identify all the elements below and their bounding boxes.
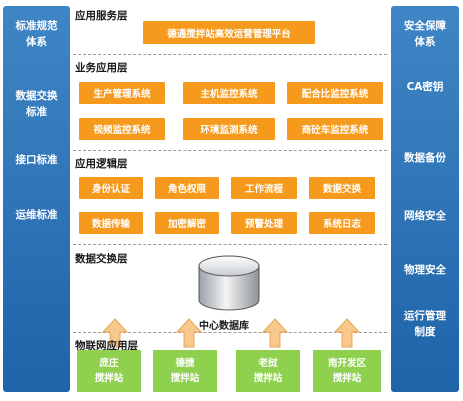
right-item-data-backup: 数据备份 (404, 152, 446, 164)
station-type: 搅拌站 (94, 373, 124, 384)
station-box-nankaifaqu: 南开发区 搅拌站 (313, 350, 381, 392)
layer-divider (73, 244, 387, 245)
station-name: 老挝 (258, 358, 278, 369)
logic-layer-title: 应用逻辑层 (75, 158, 128, 170)
module-box-auth: 身份认证 (79, 177, 143, 199)
left-item-standards-system: 标准规范 体系 (15, 20, 58, 48)
module-box-workflow: 工作流程 (231, 177, 297, 199)
module-box-data-transfer: 数据传输 (79, 212, 143, 234)
layer-divider (73, 150, 387, 151)
layer-divider (73, 332, 387, 333)
left-item-ops-standard: 运维标准 (15, 209, 58, 221)
station-box-pangzhuang: 庞庄 搅拌站 (77, 350, 141, 392)
system-box-mix-ratio: 配合比监控系统 (287, 82, 383, 104)
module-box-alerting: 预警处理 (231, 212, 297, 234)
system-box-video: 视频监控系统 (79, 118, 165, 140)
platform-box: 德通搅拌站高效运营管理平台 (143, 21, 315, 44)
right-item-ca-key: CA密钥 (406, 81, 444, 93)
database-label: 中心数据库 (199, 321, 249, 332)
station-name: 庞庄 (99, 358, 119, 369)
system-box-host-monitor: 主机监控系统 (183, 82, 275, 104)
station-box-laos: 老挝 搅拌站 (236, 350, 300, 392)
right-item-physical-security: 物理安全 (404, 264, 446, 276)
right-item-ops-management: 运行管理 制度 (404, 310, 446, 338)
exchange-layer-title: 数据交换层 (75, 253, 128, 265)
module-box-data-exchange: 数据交换 (309, 177, 375, 199)
service-layer-title: 应用服务层 (75, 10, 128, 22)
station-box-dejie: 德捷 搅拌站 (153, 350, 217, 392)
database-cylinder-icon (198, 255, 260, 311)
layer-divider (73, 54, 387, 55)
architecture-layers: 应用服务层 德通搅拌站高效运营管理平台 业务应用层 生产管理系统 主机监控系统 … (73, 6, 387, 392)
module-box-syslog: 系统日志 (309, 212, 375, 234)
business-layer-title: 业务应用层 (75, 62, 128, 74)
right-security-panel: 安全保障 体系 CA密钥 数据备份 网络安全 物理安全 运行管理 制度 (391, 6, 459, 392)
module-box-encryption: 加密解密 (155, 212, 219, 234)
station-type: 搅拌站 (332, 373, 362, 384)
up-arrow-icon (261, 318, 289, 348)
left-item-interface-standard: 接口标准 (15, 154, 58, 166)
system-box-truck: 商砼车监控系统 (287, 118, 383, 140)
station-name: 德捷 (175, 358, 195, 369)
up-arrow-icon (101, 318, 129, 348)
left-item-data-exchange-standard: 数据交换 标准 (15, 90, 58, 118)
station-name: 南开发区 (327, 358, 366, 369)
system-box-production: 生产管理系统 (79, 82, 165, 104)
iot-layer-title: 物联网应用层 (75, 340, 138, 352)
system-box-environment: 环境监测系统 (183, 118, 275, 140)
module-box-roles: 角色权限 (155, 177, 219, 199)
up-arrow-icon (175, 318, 203, 348)
up-arrow-icon (333, 318, 361, 348)
station-type: 搅拌站 (253, 373, 283, 384)
right-item-network-security: 网络安全 (404, 210, 446, 222)
right-item-security-system: 安全保障 体系 (404, 20, 446, 48)
left-standards-panel: 标准规范 体系 数据交换 标准 接口标准 运维标准 (3, 6, 70, 392)
station-type: 搅拌站 (170, 373, 200, 384)
